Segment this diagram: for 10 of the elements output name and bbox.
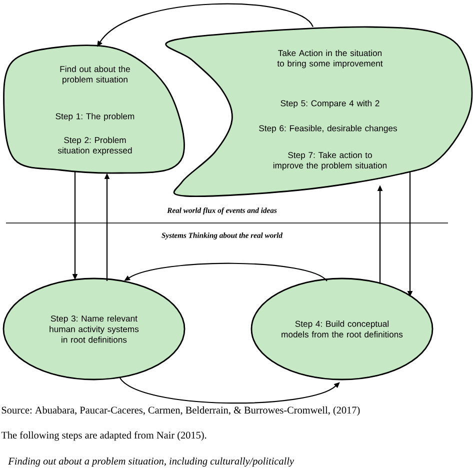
step-text: Take Action in the situation to bring some improvement xyxy=(277,50,383,68)
note-text: Finding out about a problem situation, including culturally/politically xyxy=(8,457,294,467)
step-text: Step 1: The problem xyxy=(56,113,134,122)
step-text: Step 7: Take action to improve the problem situation xyxy=(273,152,387,170)
note-text: The following steps are adapted from Nair (2015). xyxy=(1,431,206,441)
note-text: Source: Abuabara, Paucar-Caceres, Carmen, Belderrain, & Burrowes-Cromwell, (2017) xyxy=(2,406,360,416)
step-text: Step 6: Feasible, desirable changes xyxy=(259,125,397,134)
step-text: Step 2: Problem situation expressed xyxy=(58,136,132,156)
step-text: Step 5: Compare 4 with 2 xyxy=(280,100,380,108)
step-text: Find out about the problem situation xyxy=(60,66,130,84)
